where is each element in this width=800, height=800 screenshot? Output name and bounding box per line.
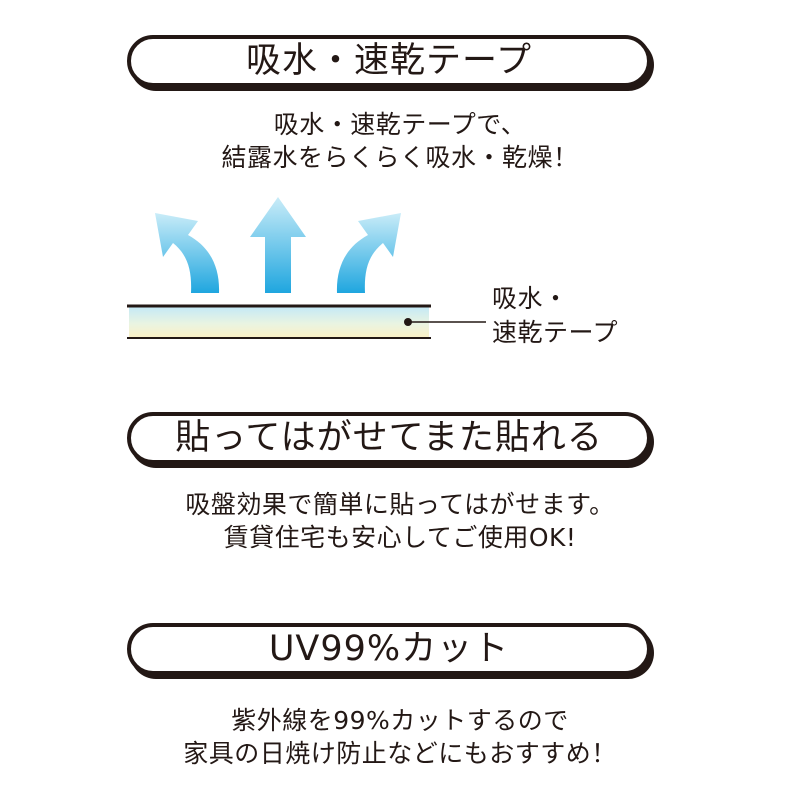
section-heading-pill: UV99%カット <box>127 623 651 675</box>
arrow-up-left-curved-icon <box>155 213 220 293</box>
absorbent-tape-diagram <box>127 197 486 339</box>
tape-label: 吸水・ 速乾テープ <box>492 282 618 350</box>
description-line: 紫外線を99%カットするので <box>231 706 569 735</box>
section-description: 紫外線を99%カットするので 家具の日焼け防止などにもおすすめ！ <box>0 704 800 770</box>
section-heading-text: 貼ってはがせてまた貼れる <box>175 417 603 458</box>
description-line: 結露水をらくらく吸水・乾燥！ <box>221 143 579 172</box>
section-heading-pill: 吸水・速乾テープ <box>127 35 651 87</box>
section-heading-text: UV99%カット <box>268 628 510 669</box>
description-line: 家具の日焼け防止などにもおすすめ！ <box>183 739 617 768</box>
section-description: 吸盤効果で簡単に貼ってはがせます。 賃貸住宅も安心してご使用OK! <box>0 488 800 554</box>
section-description: 吸水・速乾テープで、 結露水をらくらく吸水・乾燥！ <box>0 108 800 174</box>
label-leader-line <box>404 318 486 326</box>
section-heading-text: 吸水・速乾テープ <box>246 40 532 81</box>
description-line: 吸盤効果で簡単に貼ってはがせます。 <box>185 490 615 519</box>
arrow-up-icon <box>250 197 306 293</box>
arrow-up-right-curved-icon <box>336 213 401 293</box>
description-line: 賃貸住宅も安心してご使用OK! <box>223 523 577 552</box>
description-line: 吸水・速乾テープで、 <box>273 110 527 139</box>
section-heading-pill: 貼ってはがせてまた貼れる <box>127 412 651 464</box>
tape-strip <box>127 304 431 339</box>
tape-label-line: 吸水・ <box>492 284 569 313</box>
tape-label-line: 速乾テープ <box>492 318 619 347</box>
